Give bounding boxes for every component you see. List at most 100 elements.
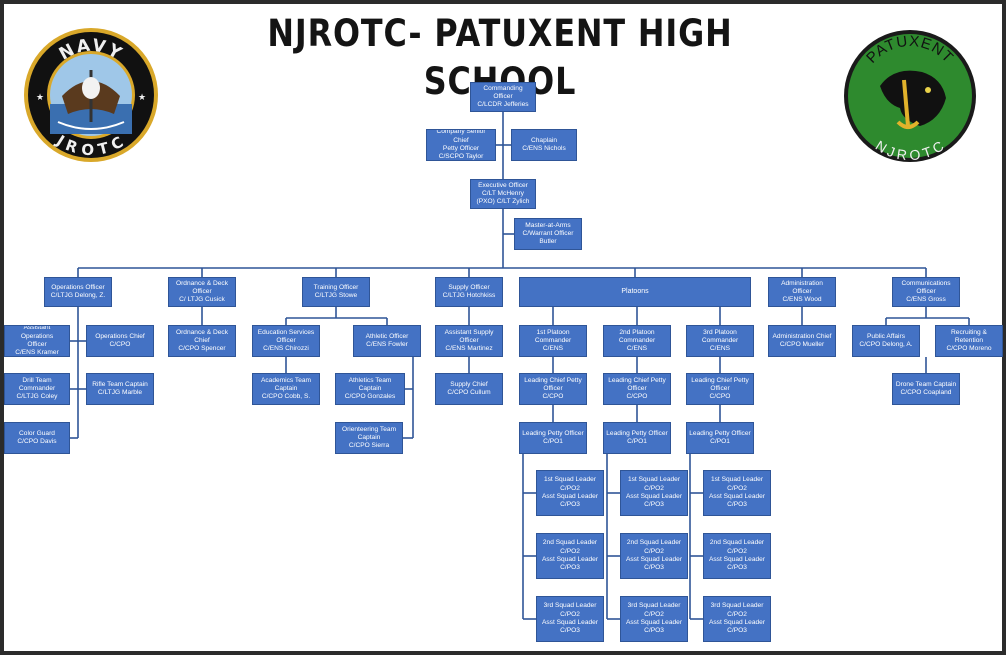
org-box-platoons: Platoons (519, 277, 751, 307)
org-box-line: Administration Chief (772, 332, 832, 340)
navy-jrotc-logo: NAVY JROTC ★ ★ (24, 28, 158, 162)
org-box-line: Leading Chief Petty (524, 376, 582, 384)
org-box-line: C/LTJG Coley (16, 393, 58, 401)
org-box-line: C/CPO Cobb, S. (261, 393, 311, 401)
org-box-line: Commander (618, 336, 656, 344)
org-box-line: C/PO2 (560, 547, 580, 555)
org-box-line: C/CPO Mueller (779, 341, 825, 348)
org-box-line: Officer (710, 384, 730, 392)
org-box-line: Officer (916, 287, 936, 295)
org-box-line: Company Senior Chief (436, 129, 486, 144)
org-box-line: Athletic Officer (365, 332, 409, 340)
page-title: NJROTC- PATUXENT HIGH SCHOOL (267, 12, 733, 103)
org-box-line: 3rd Platoon Commander (701, 328, 739, 344)
org-box-line: Drill Team Commander (18, 376, 56, 392)
org-box-line: C/ENS (626, 345, 648, 353)
org-box-line: C/CPO Delong, A. (859, 341, 913, 348)
org-box-line: 1st Squad Leader (543, 476, 597, 484)
org-box-line: C/ENS Gross (906, 296, 946, 304)
org-box-line: Public Affairs (867, 332, 905, 340)
org-box-line: 1st Squad Leader (710, 476, 764, 484)
org-box-line: C/PO2 (644, 484, 664, 492)
org-box-line: C/LTJG Marble (97, 389, 143, 396)
org-box-ops-chief: Operations Chief C/CPO (86, 325, 154, 357)
org-box-line: Asst Squad Leader (541, 493, 599, 500)
org-box-line: Executive Officer (478, 181, 528, 189)
star-icon: ★ (36, 92, 44, 102)
org-box-line: Assistant Operations (20, 325, 54, 340)
org-box-line: Asst Squad Leader (541, 619, 599, 626)
org-box-line: Officer (627, 384, 647, 392)
org-box-line: Operations Chief C/CPO (95, 332, 145, 348)
org-box-line: Orienteering Team (341, 425, 397, 433)
org-box-line: C/CPO Spencer (178, 345, 226, 353)
org-box-line: Drone Team Captain (895, 380, 957, 388)
org-box-line: Leading Petty Officer (689, 429, 751, 437)
org-box-line: Leading Petty Officer (522, 429, 584, 437)
patuxent-njrotc-logo: PATUXENT NJROTC (844, 30, 976, 163)
org-box-line: Officer (27, 341, 47, 348)
org-box-line: 2nd Squad Leader (709, 539, 765, 547)
org-box-line: Chaplain (530, 136, 558, 144)
org-box-line: C/PO1 (627, 438, 647, 445)
org-box-line: Administration Officer (781, 279, 823, 295)
org-box-line: C/LCDR Jefferies (477, 101, 529, 109)
org-box-line: C/SCPO Taylor (438, 153, 484, 161)
org-box-line: Officer (192, 287, 212, 295)
star-icon: ★ (138, 92, 146, 102)
org-box-line: Butler (539, 238, 557, 246)
org-box-line: C/PO3 (727, 501, 747, 509)
org-box-line: 2nd Squad Leader (542, 539, 598, 547)
org-box-line: Asst Squad Leader (541, 556, 599, 563)
org-box-line: C/LTJG Stowe (314, 292, 358, 299)
org-box-line: Communications (901, 279, 951, 287)
org-box-line: 3rd Squad Leader (543, 602, 597, 610)
org-box-line: C/CPO (626, 393, 648, 401)
org-box-line: C/ENS (542, 345, 564, 353)
org-box-line: Petty Officer (442, 145, 480, 152)
org-box-line: 1st Squad Leader (627, 476, 681, 484)
org-box-line: 3rd Squad Leader (627, 602, 681, 610)
org-box-line: C/ENS Nichols (522, 145, 566, 152)
org-box-line: C/PO2 (727, 610, 747, 618)
org-box-line: (PXO) C/LT Zylich (476, 198, 530, 206)
org-box-line: 2nd Squad Leader (626, 539, 682, 547)
org-box-line: Asst Squad Leader (625, 619, 683, 626)
org-box-line: Training Officer (313, 283, 359, 291)
org-box-line: Education Services (257, 328, 315, 336)
org-box-line: Supply Officer (448, 283, 490, 291)
org-box-line: C/ENS (709, 345, 731, 353)
org-box-line: Officer (276, 336, 296, 344)
org-box-line: Master-at-Arms (525, 221, 571, 229)
org-box-line: C/ LTJG Cusick (179, 296, 225, 304)
org-box-line: C/CPO Sierra (348, 442, 390, 450)
org-box-line: Supply Chief (450, 380, 488, 388)
org-box-line: C/CPO Moreno (946, 345, 992, 353)
org-box-line: C/CPO Cullum (447, 389, 491, 396)
